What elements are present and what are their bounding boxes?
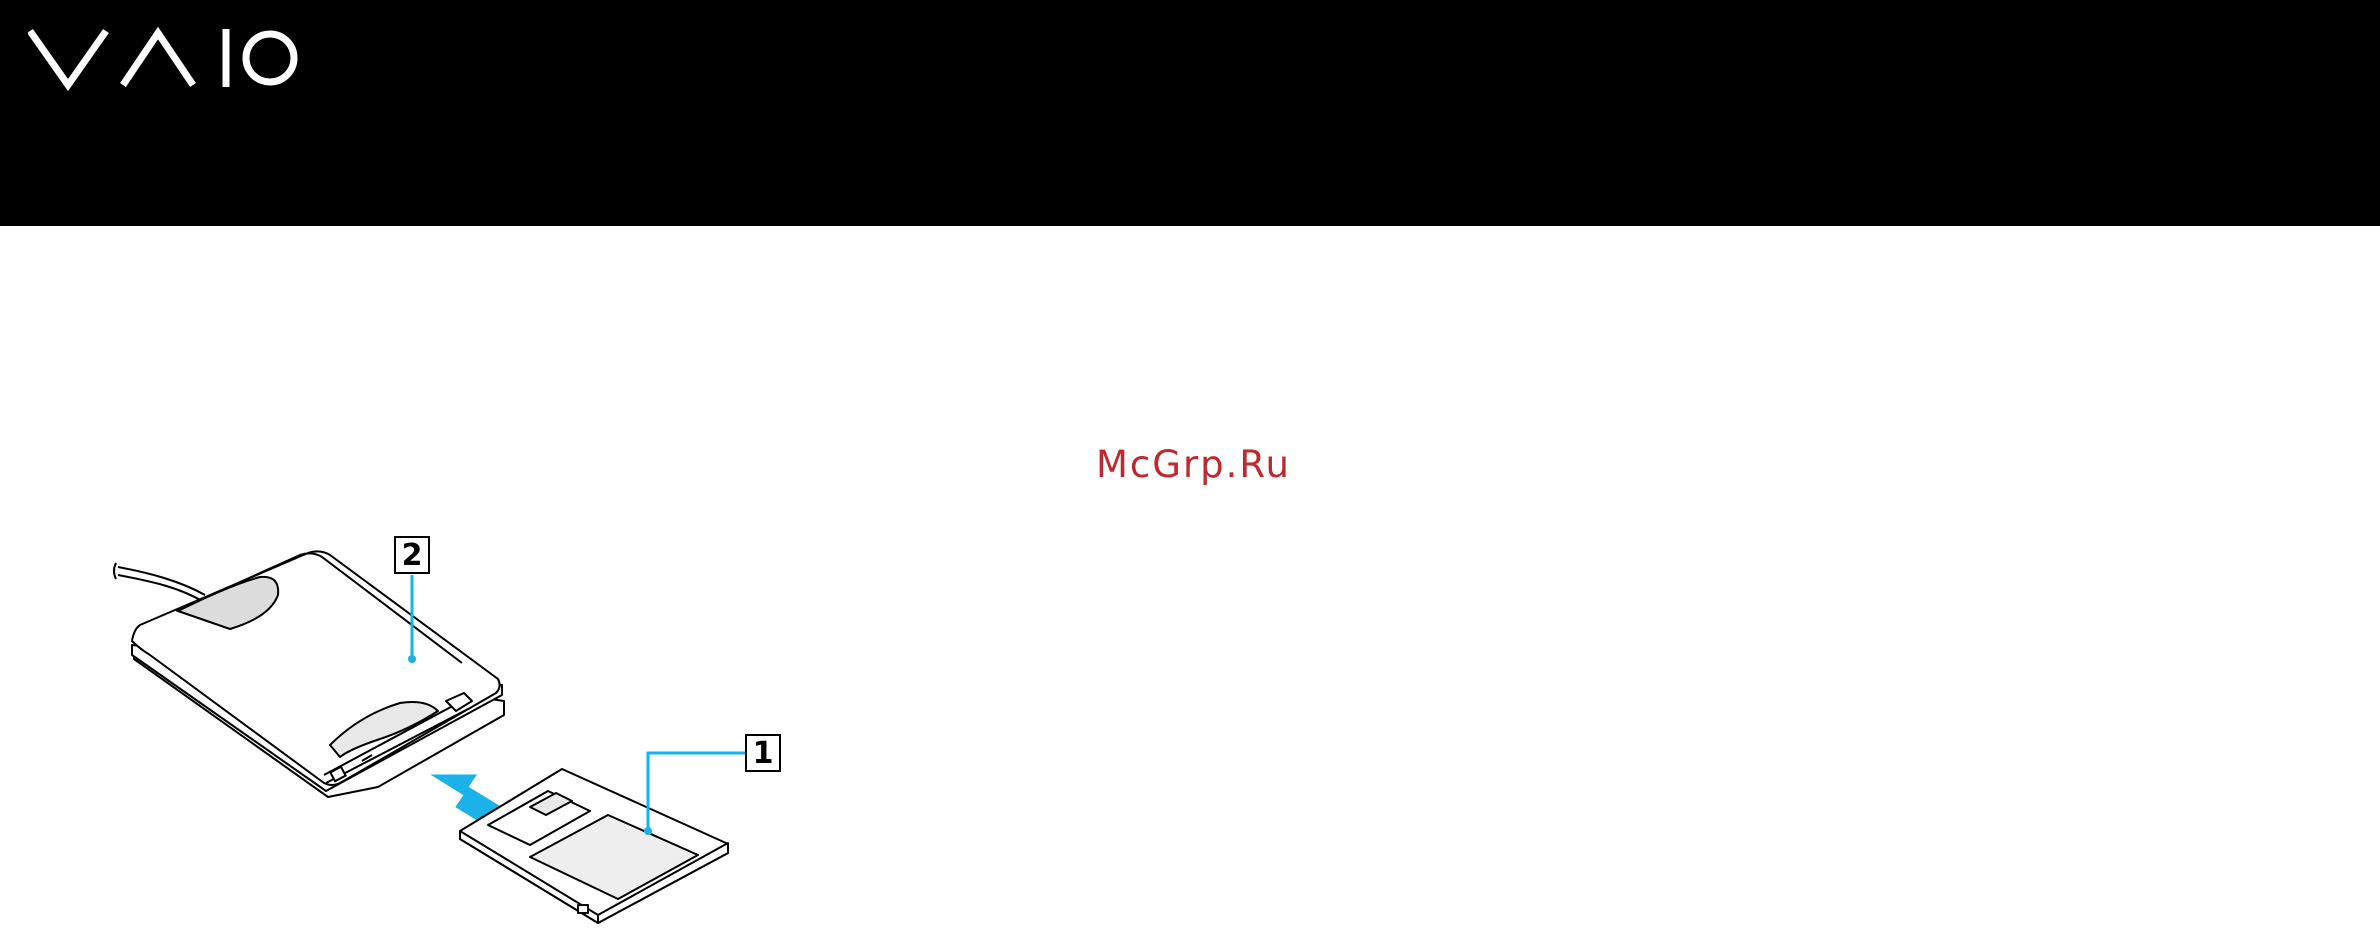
callout-1-label: 1 [753, 736, 774, 771]
drive-cable [114, 563, 205, 601]
floppy-disk [460, 769, 728, 923]
floppy-disk-drive [132, 551, 504, 797]
watermark-text: McGrp.Ru [1096, 443, 1291, 486]
vaio-logo [28, 25, 300, 93]
header-bar [0, 0, 2380, 226]
callout-2-label: 2 [402, 538, 423, 573]
floppy-insertion-illustration: 1 2 [110, 525, 800, 925]
